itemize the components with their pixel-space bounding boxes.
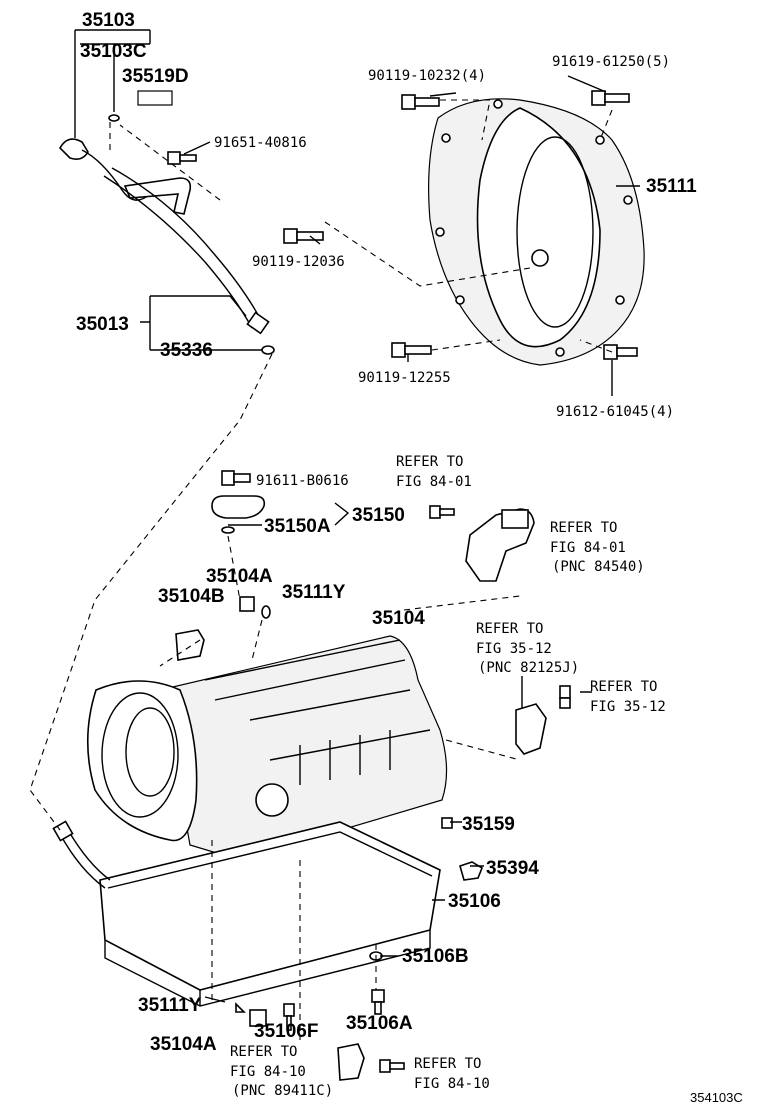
converter-housing-drawing — [428, 98, 645, 366]
label-90119-10232[interactable]: 90119-10232(4) — [368, 68, 486, 84]
label-35013[interactable]: 35013 — [76, 314, 129, 335]
label-35106a[interactable]: 35106A — [346, 1013, 413, 1034]
figure-code: 354103C — [690, 1090, 743, 1105]
label-35159[interactable]: 35159 — [462, 814, 515, 835]
transmission-case-drawing — [86, 635, 448, 861]
part-labels: 35103 35103C 35519D 91651-40816 35013 35… — [76, 10, 697, 1055]
refer-35-12-a-line3[interactable]: (PNC 82125J) — [478, 660, 579, 676]
label-35104a-top[interactable]: 35104A — [206, 566, 273, 587]
label-35104b[interactable]: 35104B — [158, 586, 225, 607]
label-91619-61250[interactable]: 91619-61250(5) — [552, 54, 670, 70]
label-35103c[interactable]: 35103C — [80, 41, 147, 62]
label-90119-12036[interactable]: 90119-12036 — [252, 254, 345, 270]
label-35106[interactable]: 35106 — [448, 891, 501, 912]
dashed-lines — [29, 99, 613, 1040]
label-91651-40816[interactable]: 91651-40816 — [214, 135, 307, 151]
label-91612-61045[interactable]: 91612-61045(4) — [556, 404, 674, 420]
dipstick-assembly-drawing — [59, 90, 275, 355]
refer-84-10-a-line2[interactable]: FIG 84-10 — [230, 1064, 306, 1080]
refer-84-01-a-line2[interactable]: FIG 84-01 — [396, 474, 472, 490]
refer-35-12-a-line2[interactable]: FIG 35-12 — [476, 641, 552, 657]
refer-84-10-a-line1[interactable]: REFER TO — [230, 1044, 297, 1060]
label-35336[interactable]: 35336 — [160, 340, 213, 361]
label-35103[interactable]: 35103 — [82, 10, 135, 31]
label-35104a-bottom[interactable]: 35104A — [150, 1034, 217, 1055]
label-35111y-top[interactable]: 35111Y — [282, 582, 346, 603]
label-35519d[interactable]: 35519D — [122, 66, 189, 87]
label-35104[interactable]: 35104 — [372, 608, 425, 629]
label-90119-12255[interactable]: 90119-12255 — [358, 370, 451, 386]
label-35111[interactable]: 35111 — [646, 176, 697, 197]
refer-35-12-b-line1[interactable]: REFER TO — [590, 679, 657, 695]
label-91611-b0616[interactable]: 91611-B0616 — [256, 473, 349, 489]
refer-84-01-a-line1[interactable]: REFER TO — [396, 454, 463, 470]
refer-84-01-b-line2[interactable]: FIG 84-01 — [550, 540, 626, 556]
refer-notes: REFER TO FIG 84-01 REFER TO FIG 84-01 (P… — [230, 454, 666, 1099]
sensor-parts-drawing — [175, 470, 571, 755]
refer-84-01-b-line3[interactable]: (PNC 84540) — [552, 559, 645, 575]
refer-84-10-b-line1[interactable]: REFER TO — [414, 1056, 481, 1072]
oil-pan-drawing — [52, 817, 483, 1081]
label-35111y-bottom[interactable]: 35111Y — [138, 995, 202, 1016]
refer-35-12-b-line2[interactable]: FIG 35-12 — [590, 699, 666, 715]
refer-84-10-a-line3[interactable]: (PNC 89411C) — [232, 1083, 333, 1099]
leader-lines — [74, 29, 640, 1003]
label-35150[interactable]: 35150 — [352, 505, 405, 526]
label-35106b[interactable]: 35106B — [402, 946, 469, 967]
refer-84-01-b-line1[interactable]: REFER TO — [550, 520, 617, 536]
refer-84-10-b-line2[interactable]: FIG 84-10 — [414, 1076, 490, 1092]
label-35394[interactable]: 35394 — [486, 858, 539, 879]
label-35106f[interactable]: 35106F — [254, 1021, 318, 1042]
label-35150a[interactable]: 35150A — [264, 516, 331, 537]
refer-35-12-a-line1[interactable]: REFER TO — [476, 621, 543, 637]
